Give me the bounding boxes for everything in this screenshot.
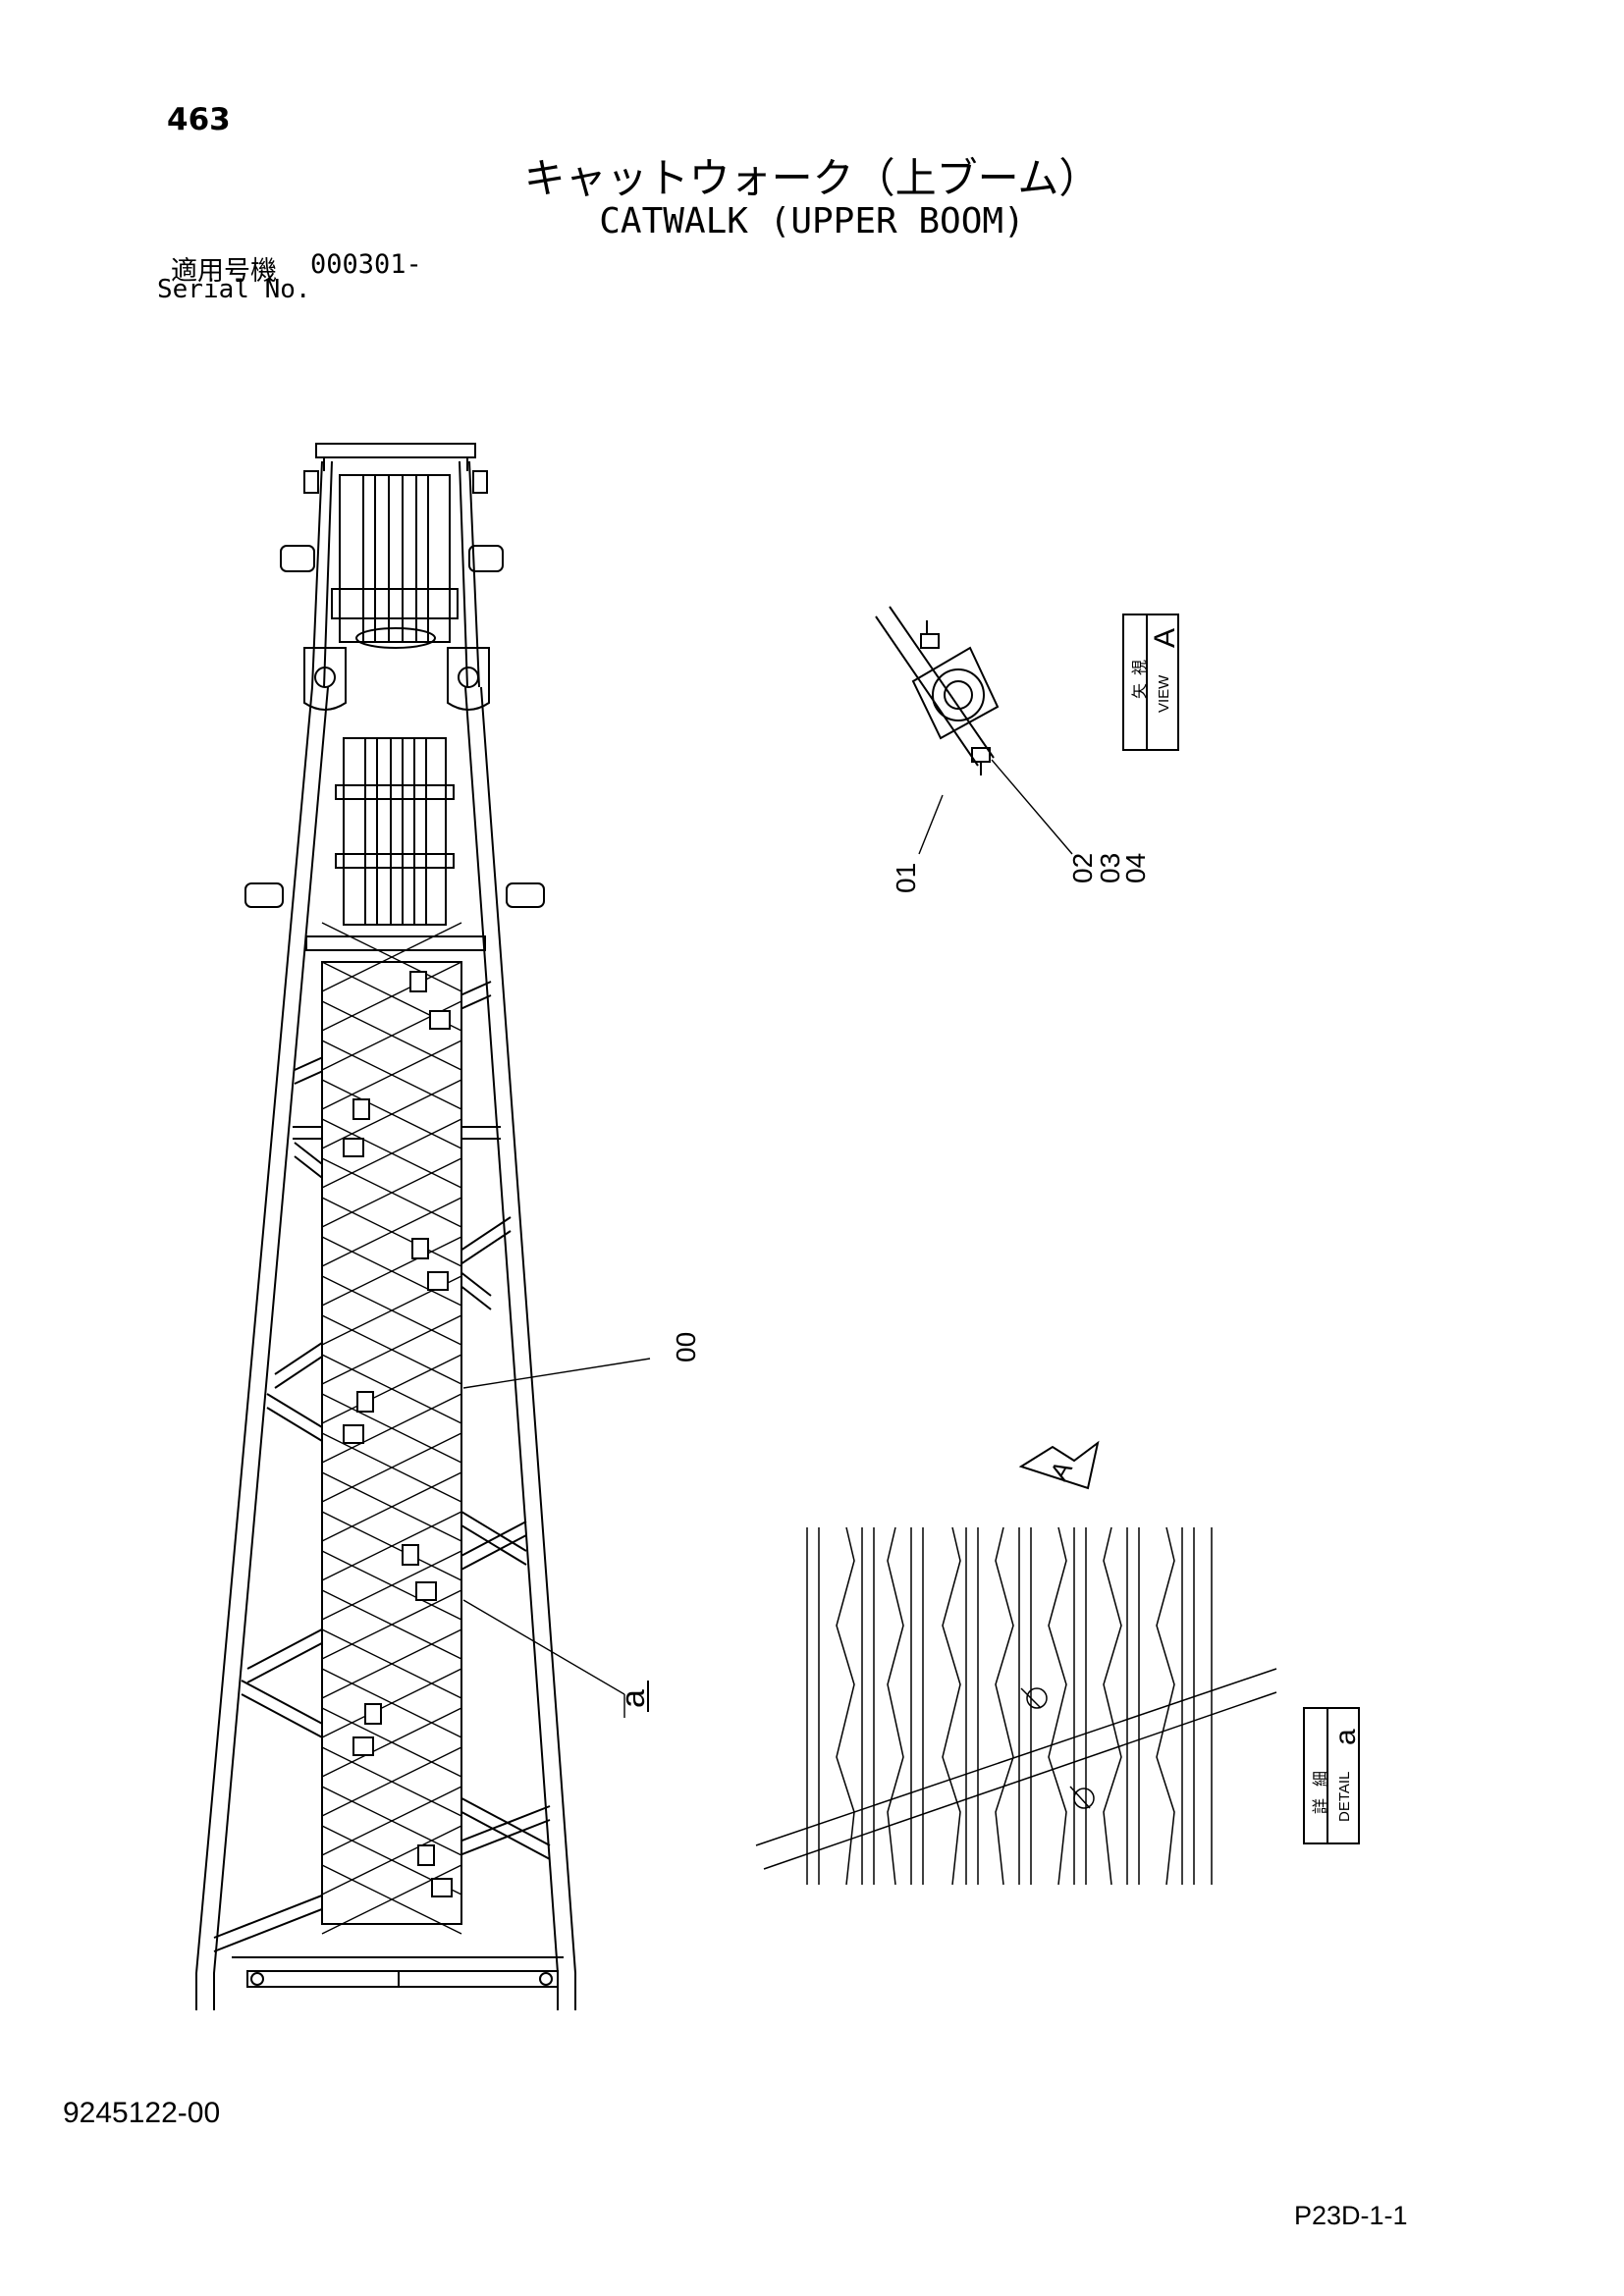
detail-a-label-box xyxy=(1303,1707,1360,1844)
detail-a-en: DETAIL xyxy=(1336,1772,1353,1822)
page-number: 463 xyxy=(167,102,231,137)
title-japanese: キャットウォーク（上ブーム） xyxy=(523,154,1101,202)
title-english: CATWALK (UPPER BOOM) xyxy=(599,201,1025,241)
detail-a-grating xyxy=(755,1526,1277,1886)
view-a-label-box xyxy=(1122,614,1179,751)
serial-label-japanese: 適用号機 xyxy=(171,256,277,287)
view-a-detail xyxy=(875,606,1000,775)
view-a-jp-1: 矢 xyxy=(1131,683,1149,699)
detail-a-jp-1: 詳 xyxy=(1312,1798,1329,1814)
direction-arrow-a xyxy=(1018,1440,1100,1490)
document-number: 9245122-00 xyxy=(63,2097,221,2129)
upper-boom-structure xyxy=(195,443,576,2010)
view-a-letter: A xyxy=(1149,628,1181,648)
detail-a-letter: a xyxy=(1329,1729,1362,1745)
callout-a: a xyxy=(615,1689,652,1708)
callout-04: 04 xyxy=(1120,853,1151,883)
callout-00: 00 xyxy=(671,1332,701,1362)
view-a-jp-2: 視 xyxy=(1131,660,1149,675)
serial-value: 000301- xyxy=(310,249,422,280)
callout-02: 02 xyxy=(1067,853,1098,883)
serial-label-english: Serial No. xyxy=(157,275,311,304)
leader-lines xyxy=(462,759,1073,1718)
callout-03: 03 xyxy=(1095,853,1125,883)
detail-a-jp-2: 細 xyxy=(1312,1771,1329,1787)
page-code: P23D-1-1 xyxy=(1294,2201,1408,2230)
callout-01: 01 xyxy=(891,863,921,893)
view-a-en: VIEW xyxy=(1156,674,1172,713)
catwalk-grating xyxy=(321,922,462,1935)
